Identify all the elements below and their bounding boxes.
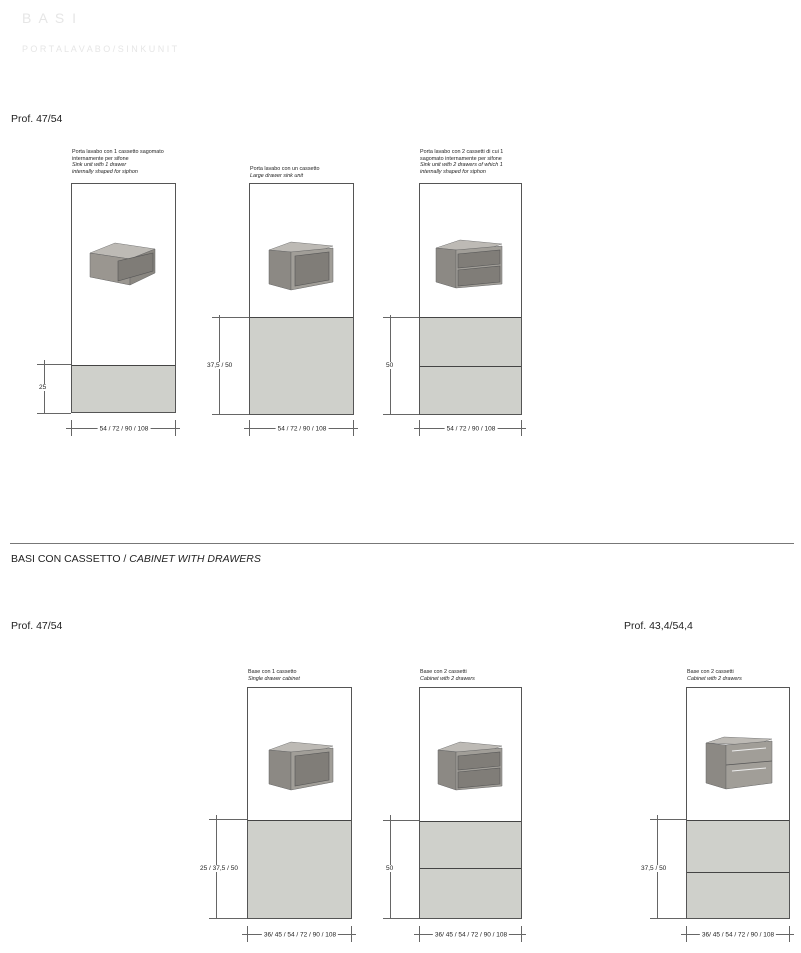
vtick [175, 420, 176, 436]
top-unit-2-caption: Porta lavabo con un cassetto Large drawe… [250, 166, 320, 179]
vtick [686, 926, 687, 942]
single-drawer-cabinet-icon [268, 741, 334, 791]
height-label: 37,5 / 50 [641, 865, 667, 872]
section-divider [10, 543, 794, 544]
section-title: BASI CON CASSETTO / CABINET WITH DRAWERS [11, 553, 261, 565]
tick [650, 819, 686, 820]
height-label: 50 [386, 362, 394, 369]
drawer-upper [420, 821, 521, 869]
drawer-upper [420, 317, 521, 367]
width-label: 36/ 45 / 54 / 72 / 90 / 108 [432, 931, 510, 939]
top-unit-3-caption: Porta lavabo con 2 cassetti di cui 1 sag… [420, 149, 504, 175]
vtick [521, 420, 522, 436]
vtick [71, 420, 72, 436]
bottom-unit-1-caption: Base con 1 cassetto Single drawer cabine… [248, 669, 300, 682]
width-label: 54 / 72 / 90 / 108 [97, 425, 151, 433]
height-label: 37,5 / 50 [207, 362, 233, 369]
height-label: 50 [386, 865, 394, 872]
vtick [419, 420, 420, 436]
vtick [419, 926, 420, 942]
drawer-lower [687, 872, 789, 918]
bottom-unit-3-caption: Base con 2 cassetti Cabinet with 2 drawe… [687, 669, 742, 682]
bottom-unit-2-caption: Base con 2 cassetti Cabinet with 2 drawe… [420, 669, 475, 682]
top-unit-1-card [71, 183, 176, 413]
drawer-lower [420, 868, 521, 918]
top-unit-1-caption: Porta lavabo con 1 cassetto sagomato int… [72, 149, 164, 175]
vtick [247, 926, 248, 942]
width-label: 54 / 72 / 90 / 108 [275, 425, 329, 433]
tick [37, 364, 71, 365]
two-drawer-cabinet-deep-icon [705, 736, 773, 790]
bottom-prof-label-left: Prof. 47/54 [11, 620, 63, 632]
large-drawer-sink-unit-icon [268, 241, 334, 291]
drawer-25 [72, 365, 175, 412]
tick [383, 317, 419, 318]
bottom-unit-2-card [419, 687, 522, 919]
height-label: 25 [39, 384, 47, 391]
bottom-unit-3-card [686, 687, 790, 919]
top-unit-3-card [419, 183, 522, 415]
tick [212, 317, 249, 318]
tick [383, 414, 419, 415]
sink-unit-1-drawer-icon [89, 242, 156, 286]
tick [650, 918, 686, 919]
tick [212, 414, 249, 415]
vtick [249, 420, 250, 436]
tick [209, 819, 247, 820]
two-drawer-cabinet-icon [437, 741, 503, 791]
vtick [351, 926, 352, 942]
vtick [353, 420, 354, 436]
faint-subtitle: P O R T A L A V A B O / S I N K U N I T [22, 44, 178, 54]
drawer-upper [687, 820, 789, 873]
bottom-prof-label-right: Prof. 43,4/54,4 [624, 620, 693, 632]
tick [383, 820, 419, 821]
vtick [789, 926, 790, 942]
width-label: 54 / 72 / 90 / 108 [444, 425, 498, 433]
vtick [521, 926, 522, 942]
tick [209, 918, 247, 919]
bottom-unit-1-card [247, 687, 352, 919]
height-label: 25 / 37,5 / 50 [200, 865, 238, 872]
drawer-lower [420, 366, 521, 414]
sink-unit-2-drawers-icon [435, 239, 503, 289]
top-prof-label: Prof. 47/54 [11, 113, 63, 125]
faint-title: B A S I [22, 10, 79, 26]
drawer-single [248, 820, 351, 918]
top-unit-2-card [249, 183, 354, 415]
width-label: 36/ 45 / 54 / 72 / 90 / 108 [699, 931, 777, 939]
tick [383, 918, 419, 919]
tick [37, 413, 71, 414]
width-label: 36/ 45 / 54 / 72 / 90 / 108 [261, 931, 339, 939]
drawer-large [250, 317, 353, 414]
